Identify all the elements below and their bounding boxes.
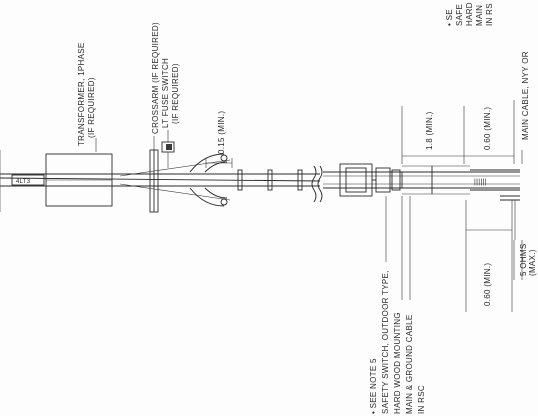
crossarm-label: CROSSARM (IF REQUIRED) bbox=[151, 22, 160, 134]
dim-18-label: 1.8 (MIN.) bbox=[425, 111, 434, 150]
right-note-2: SAFE bbox=[455, 4, 464, 26]
main-cable-label: MAIN CABLE, NYY OR bbox=[521, 51, 530, 140]
pole-brackets bbox=[119, 153, 231, 207]
crossarm bbox=[149, 149, 159, 213]
pole-break bbox=[311, 165, 323, 203]
lt-fuse-label: LT FUSE SWITCH bbox=[161, 58, 170, 128]
label-crossarm: CROSSARM (IF REQUIRED) LT FUSE SWITCH (I… bbox=[151, 22, 180, 134]
conduit-straps bbox=[237, 169, 303, 191]
lt-fuse-req-label: (IF REQUIRED) bbox=[171, 63, 180, 124]
ohms-max-label: (MAX.) bbox=[528, 249, 537, 276]
label-ohms: 5 OHMS (MAX.) bbox=[519, 244, 537, 276]
ground-electrode bbox=[500, 195, 520, 240]
transformer-label: TRANSFORMER, 1PHASE bbox=[77, 43, 86, 147]
dim-060-top bbox=[464, 100, 515, 164]
left-note-4: MAIN & GROUND CABLE bbox=[405, 315, 414, 415]
leaders bbox=[95, 130, 411, 300]
right-note-5: IN RS bbox=[485, 3, 494, 26]
right-note-4: MAIN bbox=[475, 5, 484, 26]
label-transformer: TRANSFORMER, 1PHASE (IF REQUIRED) bbox=[77, 43, 96, 147]
left-note-3: HARD WOOD MOUNTING bbox=[393, 312, 402, 414]
dim-060-bottom-label: 0.60 (MIN.) bbox=[483, 263, 492, 306]
dim-015-label: 0.15 (MIN.) bbox=[217, 111, 226, 154]
left-note-1: • SEE NOTE 5 bbox=[369, 358, 378, 414]
ohms-label: 5 OHMS bbox=[519, 244, 528, 276]
pole bbox=[0, 150, 321, 212]
dim-18 bbox=[401, 106, 465, 164]
ground-hatch: |||||| bbox=[474, 179, 487, 186]
left-note-block: • SEE NOTE 5 SAFETY SWITCH, OUTDOOR TYPE… bbox=[369, 270, 426, 414]
dim-060-top-label: 0.60 (MIN.) bbox=[483, 107, 492, 150]
right-note-1: • SE bbox=[445, 9, 454, 26]
right-note-3: HARD bbox=[465, 2, 474, 26]
lt-fuse-switch bbox=[161, 141, 175, 168]
ground-section: |||||| bbox=[401, 165, 520, 195]
dim-060-bottom bbox=[465, 200, 513, 312]
transformer-req-label: (IF REQUIRED) bbox=[87, 77, 96, 138]
dim-ohms bbox=[513, 240, 523, 280]
left-note-2: SAFETY SWITCH, OUTDOOR TYPE, bbox=[381, 270, 390, 414]
pole-tag: 4LT3 bbox=[16, 179, 31, 185]
dim-015 bbox=[205, 158, 233, 168]
left-note-5: IN RSC bbox=[417, 385, 426, 414]
safety-switch bbox=[339, 163, 401, 197]
right-note-block: • SE SAFE HARD MAIN IN RS bbox=[445, 2, 494, 26]
conduit-lower bbox=[323, 171, 520, 189]
pole-tag-box bbox=[11, 174, 45, 186]
